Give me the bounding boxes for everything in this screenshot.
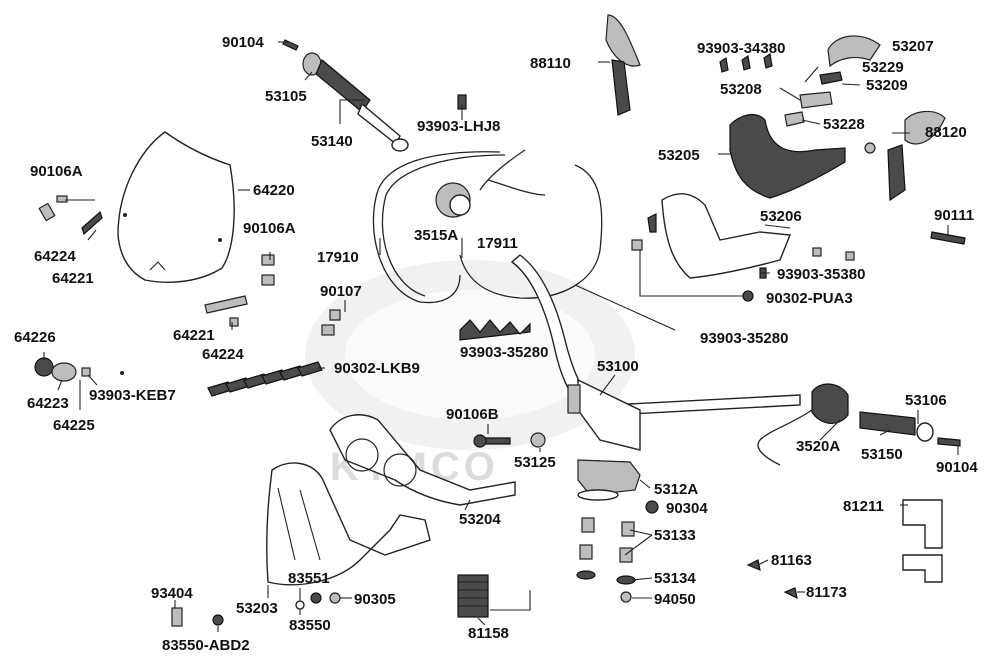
part-label: 90106B xyxy=(446,406,499,423)
part-label: 64224 xyxy=(202,346,244,363)
handlebar-53100 xyxy=(510,254,801,451)
lower-cover-53203 xyxy=(266,462,431,586)
part-label: 17911 xyxy=(477,235,518,252)
part-label: 93903-35280 xyxy=(460,344,548,361)
meter-cover-53207 xyxy=(819,35,881,85)
part-label: 90302-PUA3 xyxy=(766,290,853,307)
part-label: 93903-34380 xyxy=(697,40,785,57)
part-label: 93903-LHJ8 xyxy=(417,118,500,135)
part-label: 17910 xyxy=(317,249,359,266)
part-label: 53125 xyxy=(514,454,556,471)
part-label: 81163 xyxy=(771,552,812,569)
part-label: 83550 xyxy=(289,617,331,634)
front-cover-53205 xyxy=(729,113,846,199)
part-label: 53203 xyxy=(236,600,278,617)
part-label: 94050 xyxy=(654,591,696,608)
part-label: 53206 xyxy=(760,208,802,225)
part-label: 81158 xyxy=(468,625,509,642)
part-label: 83551 xyxy=(288,570,330,587)
part-label: 93903-35380 xyxy=(777,266,865,283)
screws-34380 xyxy=(719,52,833,127)
part-label: 90107 xyxy=(320,283,362,300)
part-label: 88120 xyxy=(925,124,967,141)
part-label: 81211 xyxy=(843,498,884,515)
cables xyxy=(372,149,603,304)
part-labels: 90104 53105 53140 93903-LHJ8 88110 93903… xyxy=(14,34,978,654)
part-label: 53150 xyxy=(861,446,903,463)
right-grip-53150 xyxy=(859,411,961,447)
part-label: 53228 xyxy=(823,116,865,133)
leader-lines xyxy=(43,41,959,632)
part-label: 53106 xyxy=(905,392,947,409)
part-label: 93903-KEB7 xyxy=(89,387,176,404)
part-label: 81173 xyxy=(806,584,847,601)
part-label: 64224 xyxy=(34,248,76,265)
part-label: 64221 xyxy=(173,327,215,344)
part-label: 90304 xyxy=(666,500,708,517)
spring-81158 xyxy=(457,574,531,618)
part-label: 5312A xyxy=(654,481,698,498)
right-switch-3520A xyxy=(757,383,849,466)
part-label: 83550-ABD2 xyxy=(162,637,250,654)
part-label: 53100 xyxy=(597,358,639,375)
mirror-left-88110 xyxy=(605,14,641,116)
part-label: 53209 xyxy=(866,77,908,94)
lower-cover-53204 xyxy=(329,414,516,506)
part-label: 90106A xyxy=(30,163,83,180)
inner-cover-53206 xyxy=(631,193,855,302)
bottom-small-parts xyxy=(171,592,341,627)
part-label: 53204 xyxy=(459,511,501,528)
part-label: 88110 xyxy=(530,55,571,72)
clip-strip xyxy=(207,319,531,397)
part-label: 90111 xyxy=(934,207,974,224)
mirror-right-88120 xyxy=(864,110,946,202)
screws-left xyxy=(38,195,341,336)
part-label: 53208 xyxy=(720,81,762,98)
left-grip xyxy=(282,39,467,152)
clip-81211 xyxy=(746,499,943,600)
part-label: 90302-LKB9 xyxy=(334,360,420,377)
part-label: 90305 xyxy=(354,591,396,608)
part-label: 90104 xyxy=(936,459,978,476)
part-label: 53207 xyxy=(892,38,934,55)
part-label: 3520A xyxy=(796,438,840,455)
part-label: 53105 xyxy=(265,88,307,105)
part-label: 64223 xyxy=(27,395,69,412)
part-label: 90106A xyxy=(243,220,296,237)
center-hardware xyxy=(473,432,659,603)
part-label: 53229 xyxy=(862,59,904,76)
part-label: 53134 xyxy=(654,570,696,587)
windshield-64220 xyxy=(117,131,235,283)
bolt-90111 xyxy=(930,231,966,245)
part-label: 53140 xyxy=(311,133,353,150)
part-label: 64221 xyxy=(52,270,94,287)
part-label: 53133 xyxy=(654,527,696,544)
part-label: 93404 xyxy=(151,585,193,602)
part-label: 3515A xyxy=(414,227,458,244)
part-label: 93903-35280 xyxy=(700,330,788,347)
reflector-parts xyxy=(34,357,124,382)
part-label: 53205 xyxy=(658,147,700,164)
part-label: 64225 xyxy=(53,417,95,434)
part-label: 64220 xyxy=(253,182,295,199)
part-label: 90104 xyxy=(222,34,264,51)
part-label: 64226 xyxy=(14,329,56,346)
